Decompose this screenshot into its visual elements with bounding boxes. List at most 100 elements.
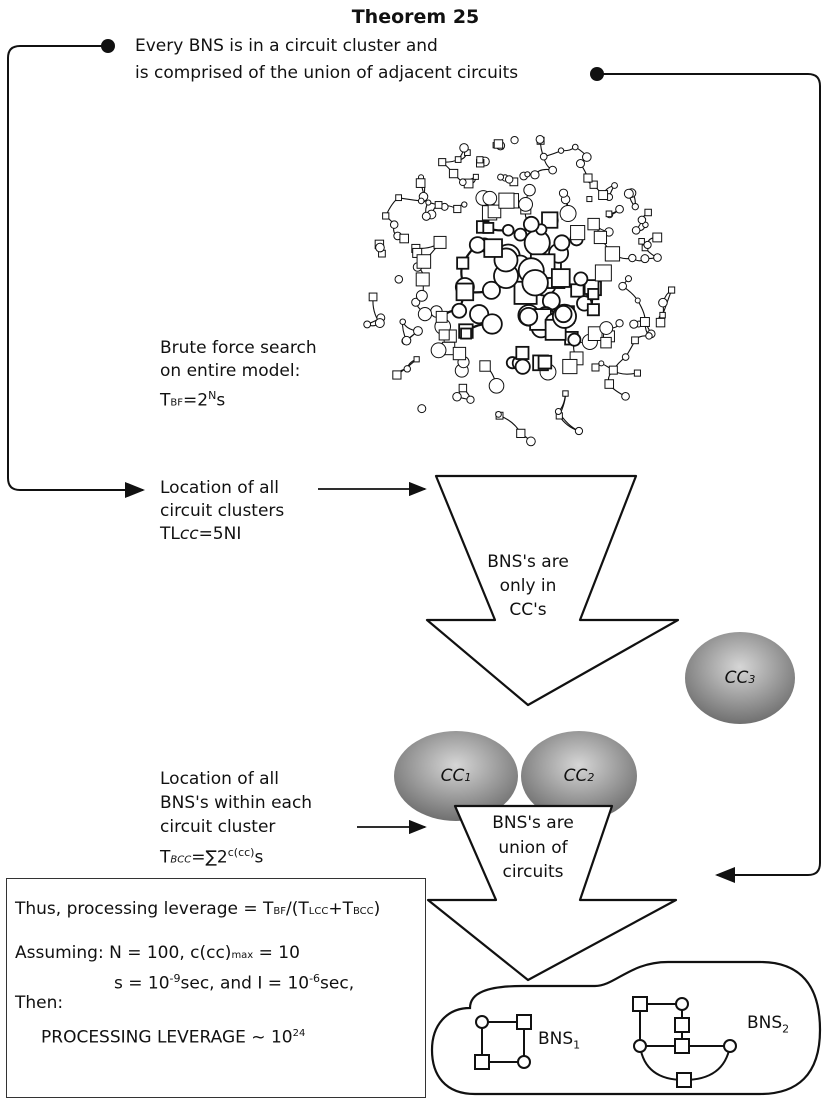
network-node (583, 173, 593, 183)
arrow2-text-line2: union of (498, 838, 568, 858)
network-node (526, 436, 536, 447)
network-node (668, 286, 676, 294)
network-node (452, 391, 462, 402)
network-node (493, 139, 504, 149)
network-node (608, 365, 618, 375)
network-node (611, 182, 618, 189)
network-node (631, 336, 639, 345)
network-node (482, 190, 498, 206)
network-node (541, 211, 559, 229)
cluster-cc2 (521, 731, 637, 821)
network-node (425, 199, 432, 206)
network-node (394, 275, 404, 284)
network-node (415, 289, 428, 302)
network-node (586, 196, 593, 203)
bns1-graph (474, 1014, 532, 1070)
network-node (599, 321, 614, 335)
funnel-arrow-2 (426, 804, 678, 982)
network-node (624, 275, 633, 283)
network-node (518, 197, 534, 212)
network-node (488, 378, 505, 394)
location-bns-line3: circuit cluster (160, 817, 276, 837)
network-node (504, 175, 514, 184)
location-clusters-formula: TLcc=5NI (160, 524, 242, 544)
network-node (433, 235, 447, 249)
network-node (573, 271, 589, 287)
network-node (594, 264, 612, 282)
network-node (415, 272, 430, 287)
network-node (452, 346, 467, 361)
bns2-graph (632, 996, 737, 1088)
network-node (621, 353, 630, 361)
network-node (605, 210, 613, 218)
page-title: Theorem 25 (351, 6, 480, 28)
network-link (398, 197, 422, 202)
network-node (501, 223, 515, 237)
network-node (581, 152, 592, 162)
network-node (522, 215, 540, 233)
arrow1-text-line2: only in (499, 576, 557, 596)
brute-force-line1: Brute force search (160, 338, 317, 358)
network-node (645, 332, 653, 340)
network-node (375, 242, 385, 253)
bns1-label: BNS1 (538, 1029, 581, 1052)
network-node (455, 282, 475, 302)
network-node (554, 305, 573, 324)
network-node (438, 329, 450, 341)
network-node (628, 253, 637, 263)
network-node (562, 390, 569, 397)
network-node (550, 268, 571, 288)
network-node (498, 192, 515, 209)
network-node (623, 188, 634, 199)
network-node (448, 168, 459, 179)
network-node (652, 232, 663, 243)
network-node (468, 236, 487, 254)
network-node (514, 358, 531, 375)
cluster-cc1-label: CC1 (440, 766, 472, 786)
network-node (456, 256, 470, 270)
network-node (587, 217, 600, 231)
network-node (417, 197, 425, 205)
location-bns-line2: BNS's within each (160, 793, 313, 813)
network-node (553, 234, 571, 252)
network-node (643, 240, 652, 250)
network-node (497, 173, 505, 181)
summary-line1: Thus, processing leverage = TBF/(TLCC+TB… (15, 899, 381, 919)
network-node (535, 134, 545, 144)
summary-line3: s = 10-9sec, and I = 10-6sec, (114, 972, 355, 994)
network-node (567, 332, 582, 347)
summary-line5: PROCESSING LEVERAGE ~ 1024 (41, 1027, 306, 1048)
summary-line4: Then: (15, 993, 64, 1013)
brute-force-line2: on entire model: (160, 361, 301, 381)
right-connector (597, 73, 821, 883)
network-node (637, 215, 647, 225)
network-node (548, 165, 557, 175)
network-node (524, 171, 531, 178)
network-node (574, 426, 584, 436)
network-node (633, 369, 641, 377)
funnel-arrow-1 (425, 474, 680, 707)
network-node (417, 404, 427, 414)
network-node (604, 246, 621, 262)
network-node (454, 156, 462, 163)
left-connector-dot (101, 39, 115, 53)
network-node (598, 190, 609, 200)
network-node (557, 147, 565, 154)
network-node (644, 208, 652, 217)
network-node (615, 319, 624, 328)
network-node (621, 391, 630, 401)
network-node (659, 311, 666, 319)
network-node (513, 227, 528, 242)
network-node (487, 204, 502, 219)
arrow1-text-line1: BNS's are (487, 552, 569, 572)
network-node (510, 135, 519, 145)
network-node (631, 202, 639, 211)
network-node (629, 319, 639, 329)
network-node (430, 342, 447, 359)
network-node (416, 254, 432, 269)
left-connector (7, 45, 145, 498)
network-node (382, 212, 390, 220)
network-node (434, 201, 443, 209)
network-node (638, 238, 645, 245)
network-node (639, 317, 650, 327)
